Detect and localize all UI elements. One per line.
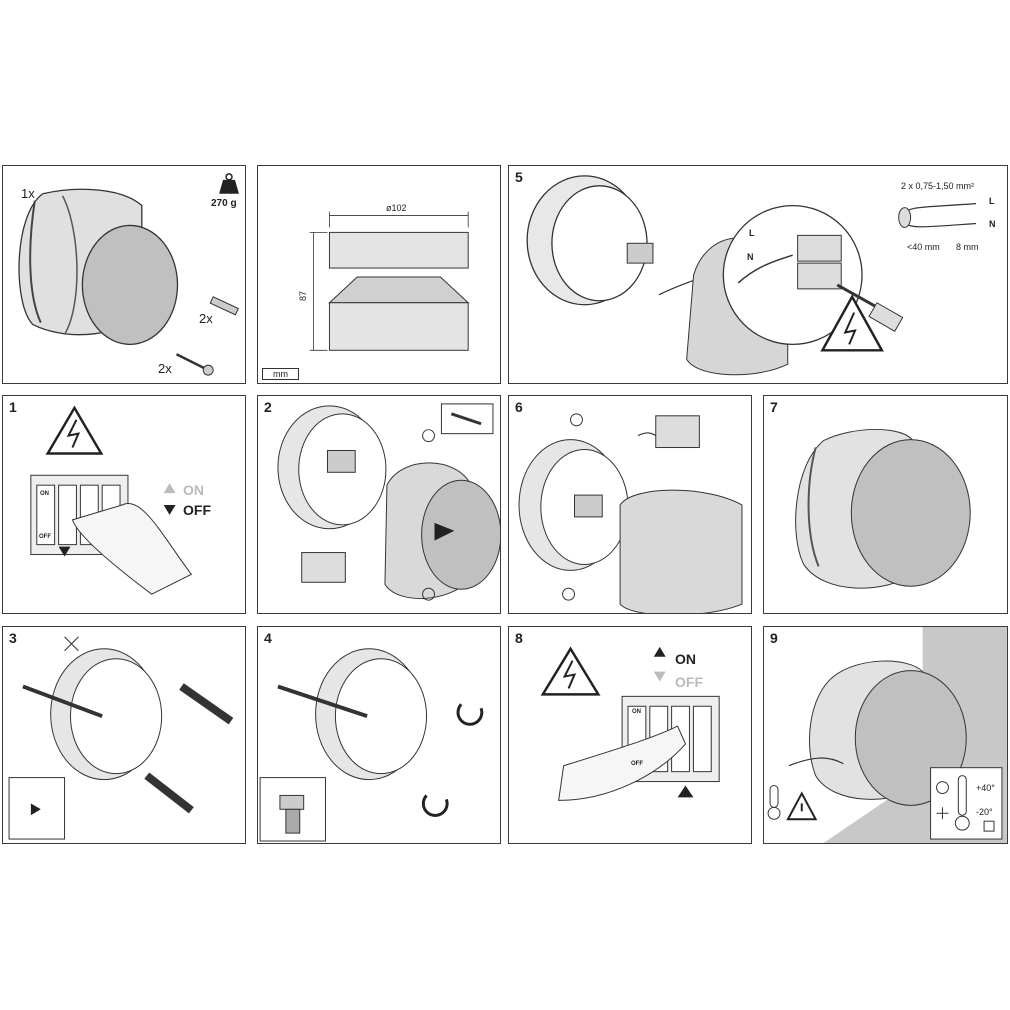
- step-number: 3: [9, 630, 17, 646]
- electric-hazard-icon: [45, 405, 104, 455]
- step-number: 7: [770, 399, 778, 415]
- mark-holes-illustration: [8, 636, 234, 840]
- neutral-label: N: [989, 219, 996, 229]
- operating-conditions-illustration: [767, 627, 1007, 843]
- open-housing-illustration: [277, 403, 500, 601]
- lamp-quantity: 1x: [21, 186, 35, 201]
- weight-icon: [219, 173, 239, 194]
- off-label: OFF: [183, 502, 211, 518]
- on-label: ON: [183, 482, 204, 498]
- panel-step-8: 8 ON OFF ON OFF: [508, 626, 752, 844]
- diameter-label: ø102: [386, 203, 407, 213]
- breaker-off-label: OFF: [631, 761, 643, 767]
- step-number: 8: [515, 630, 523, 646]
- panel-step-7: 7: [763, 395, 1008, 614]
- strip-length-inner: 8 mm: [956, 242, 979, 252]
- thermometer-icon: [767, 785, 781, 820]
- min-temp-label: -20°: [976, 807, 993, 817]
- sun-icon: [936, 781, 949, 794]
- electric-hazard-icon: [820, 294, 884, 352]
- terminal-label-n: N: [747, 252, 754, 262]
- arrow-up-icon: [677, 785, 694, 798]
- unit-label: mm: [262, 368, 299, 380]
- rotate-icon: [422, 587, 435, 601]
- checkbox-icon: [983, 820, 995, 832]
- height-label: 87: [298, 290, 309, 302]
- plug-quantity: 2x: [199, 311, 213, 326]
- panel-step-5: 5 2 x 0,75-1,50 mm² L N <40 mm 8 mm L N: [508, 165, 1008, 384]
- step-number: 4: [264, 630, 272, 646]
- weight-label: 270 g: [211, 198, 237, 209]
- arrow-down-icon: [653, 671, 666, 682]
- panel-step-3: 3: [2, 626, 246, 844]
- arrow-down-icon: [58, 546, 71, 557]
- rotate-icon: [422, 429, 435, 443]
- thermometer-icon: [954, 775, 970, 831]
- panel-step-4: 4: [257, 626, 501, 844]
- panel-contents: 1x 270 g 2x 2x: [2, 165, 246, 384]
- snowflake-icon: [936, 807, 949, 820]
- panel-step-6: 6: [508, 395, 752, 614]
- rotate-icon: [562, 587, 576, 601]
- arrow-up-icon: [653, 646, 666, 657]
- arrow-right-icon: [30, 803, 41, 816]
- step-number: 6: [515, 399, 523, 415]
- step-number: 9: [770, 630, 778, 646]
- switch-off-illustration: [30, 405, 193, 595]
- panel-step-1: 1 ON OFF ON OFF: [2, 395, 246, 614]
- rotate-icon: [456, 703, 484, 726]
- drill-and-fix-illustration: [259, 648, 484, 842]
- mounted-lamp-illustration: [795, 429, 971, 589]
- cable-spec-label: 2 x 0,75-1,50 mm²: [901, 181, 975, 191]
- arrow-down-icon: [163, 504, 176, 515]
- wiring-illustration: [526, 175, 977, 376]
- lamp-illustration: [18, 173, 239, 376]
- off-label: OFF: [675, 674, 703, 690]
- screw-quantity: 2x: [158, 361, 172, 376]
- electric-hazard-icon: [540, 646, 601, 696]
- breaker-on-label: ON: [40, 491, 49, 497]
- live-label: L: [989, 196, 995, 206]
- warning-icon: [786, 791, 818, 821]
- rotate-icon: [421, 794, 449, 817]
- switch-on-illustration: [540, 646, 720, 801]
- screw-icon: [175, 353, 214, 376]
- rotate-icon: [570, 413, 583, 427]
- step-number: 2: [264, 399, 272, 415]
- max-temp-label: +40°: [976, 783, 995, 793]
- strip-length-outer: <40 mm: [907, 242, 940, 252]
- dimension-drawing: [309, 211, 470, 351]
- breaker-on-label: ON: [632, 709, 641, 715]
- step-number: 1: [9, 399, 17, 415]
- reconnect-illustration: [518, 413, 743, 613]
- step-number: 5: [515, 169, 523, 185]
- panel-dimensions: ø102 87 mm: [257, 165, 501, 384]
- terminal-label-l: L: [749, 228, 755, 238]
- panel-step-9: 9 +40° -20°: [763, 626, 1008, 844]
- breaker-off-label: OFF: [39, 534, 51, 540]
- wall-plug-icon: [209, 296, 239, 316]
- panel-step-2: 2: [257, 395, 501, 614]
- arrow-right-icon: [434, 522, 455, 541]
- on-label: ON: [675, 651, 696, 667]
- arrow-up-icon: [163, 483, 176, 494]
